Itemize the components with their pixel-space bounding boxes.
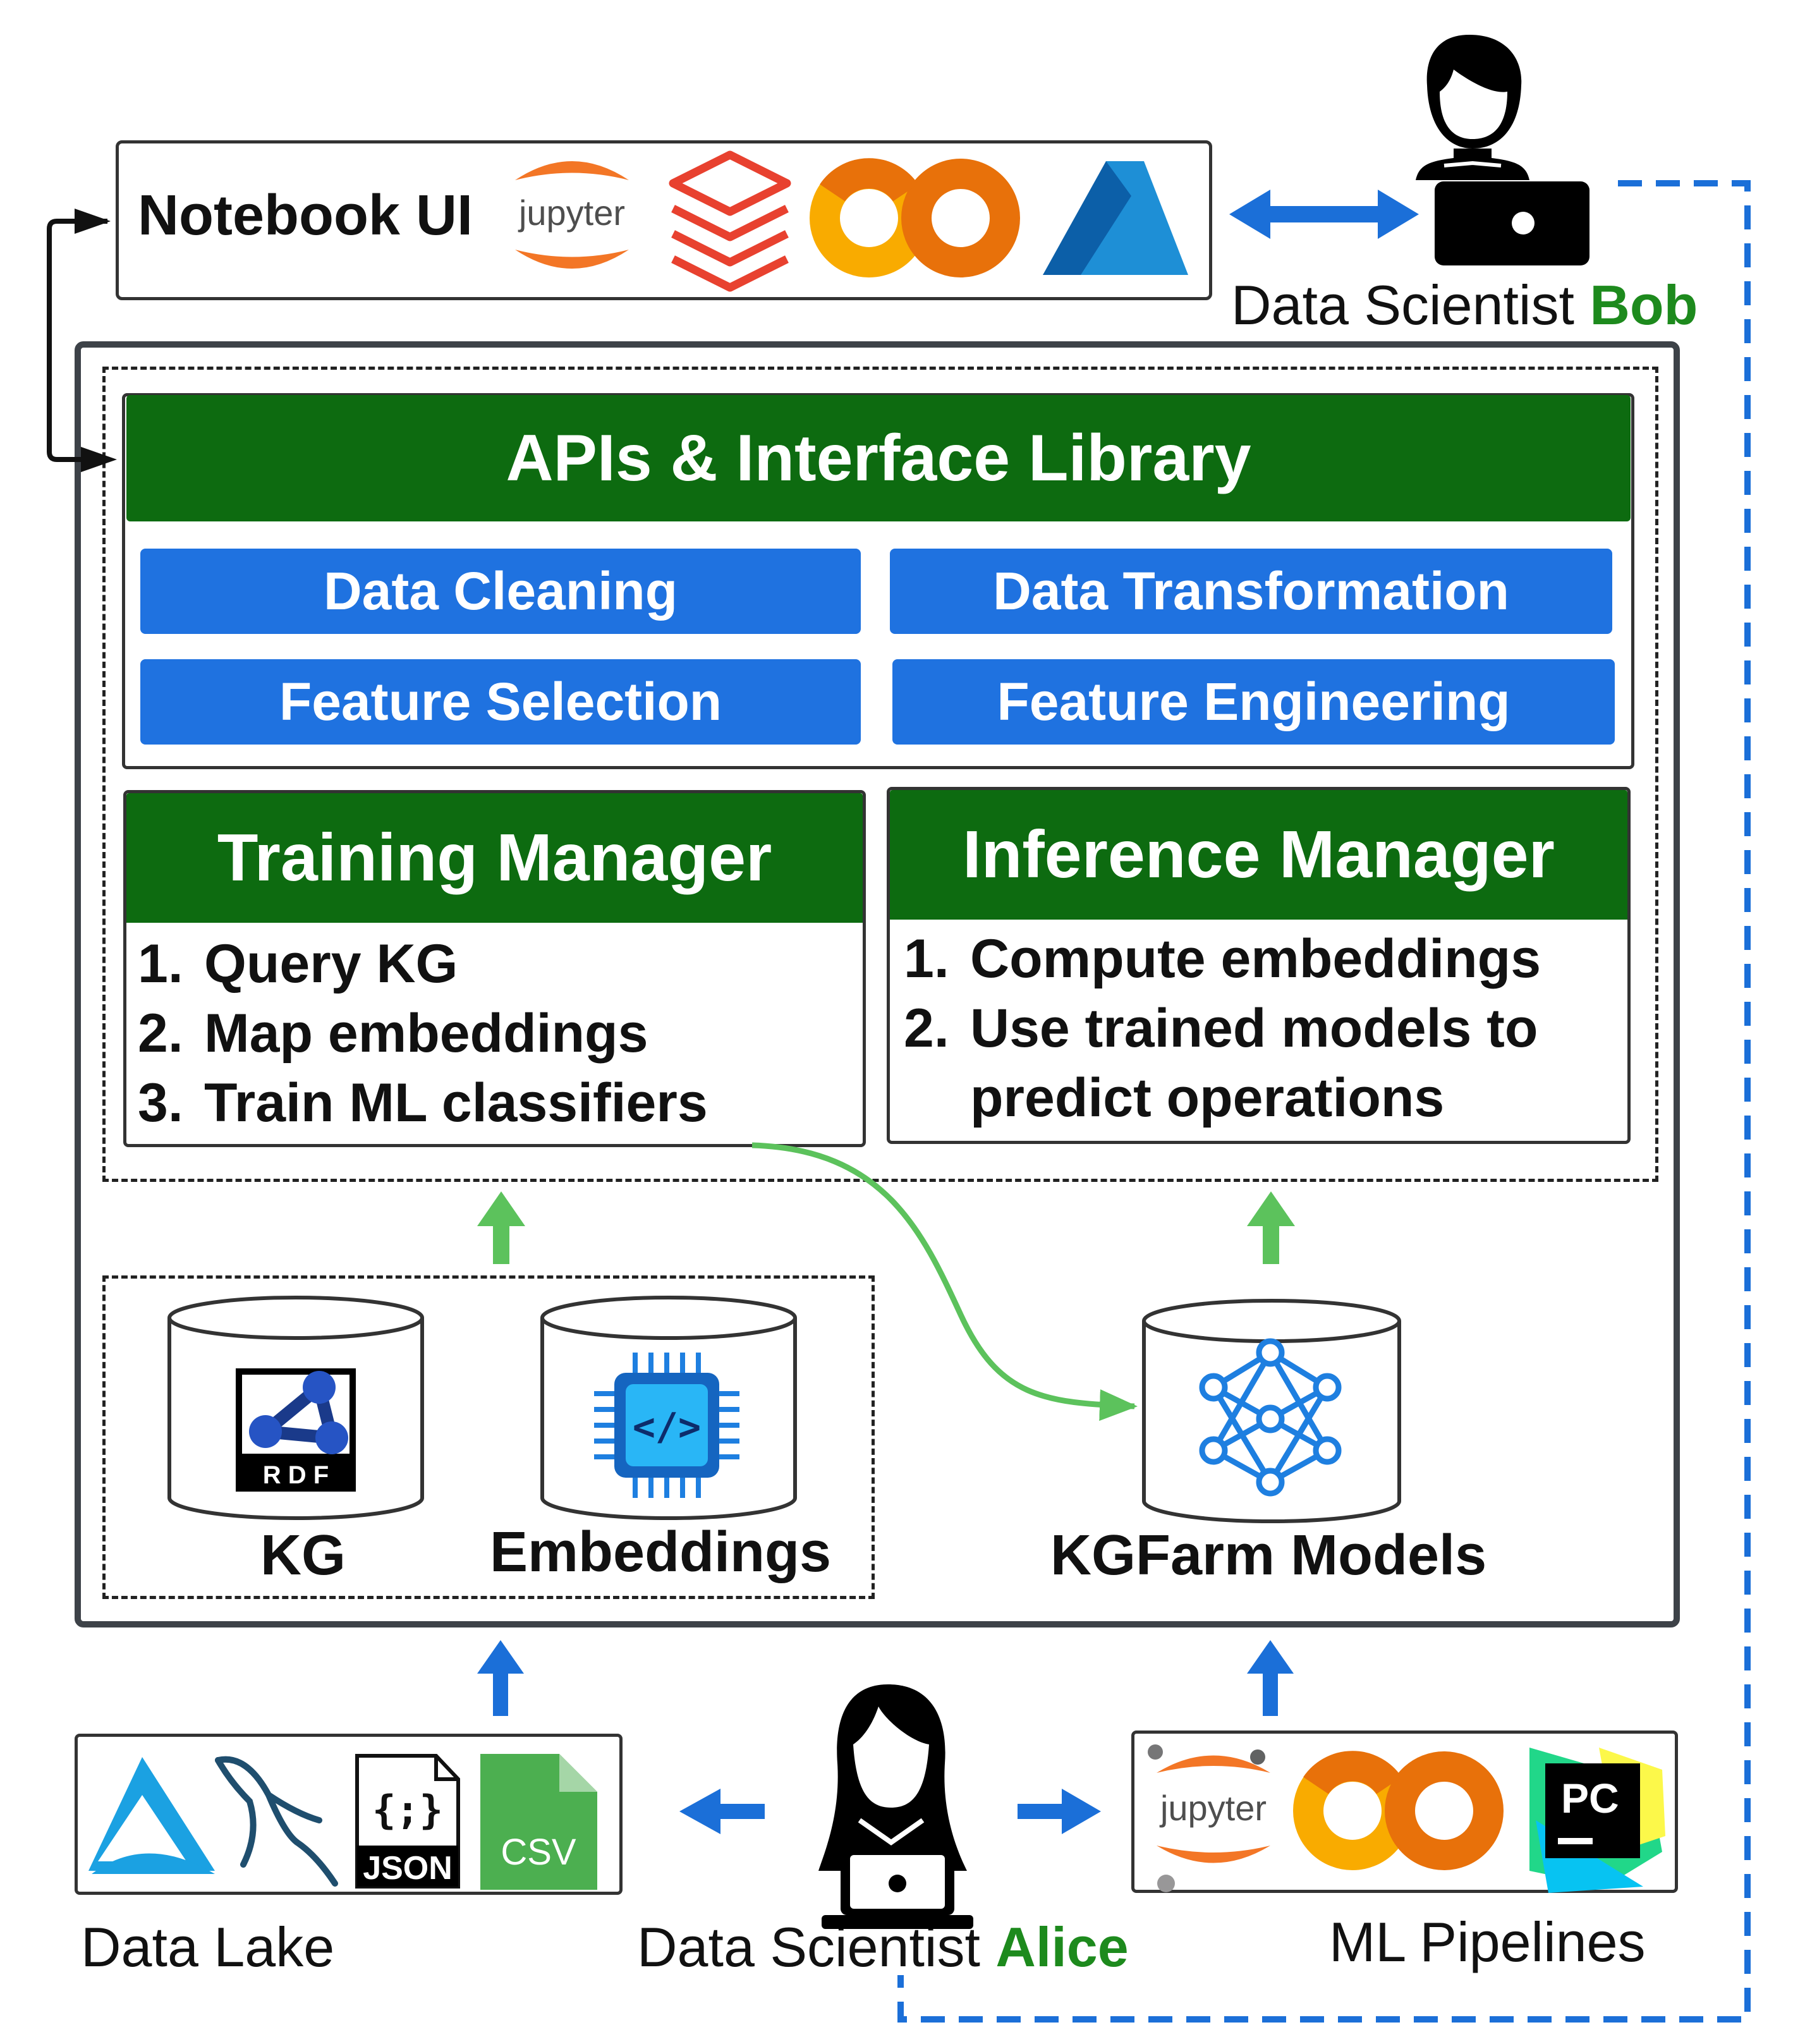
azure-data-lake-icon — [88, 1757, 215, 1874]
embeddings-label: Embeddings — [490, 1521, 832, 1584]
kg-label: KG — [260, 1524, 346, 1587]
svg-text:{;}: {;} — [372, 1787, 443, 1833]
training-to-models-arrow — [751, 1142, 1138, 1421]
training-step: 3.Train ML classifiers — [138, 1073, 708, 1133]
kg-cylinder — [167, 1296, 424, 1520]
training-manager-title: Training Manager — [126, 793, 863, 923]
data-transformation-op: Data Transformation — [890, 549, 1612, 634]
ml-pipelines-label: ML Pipelines — [1329, 1911, 1646, 1973]
training-steps: 1.Query KG 2.Map embeddings 3.Train ML c… — [138, 929, 708, 1138]
kgfarm-models-label: KGFarm Models — [1050, 1524, 1487, 1587]
alice-to-datalake-arrow — [679, 1789, 765, 1834]
notebook-ui-label: Notebook UI — [138, 184, 473, 247]
rdf-icon: R D F — [236, 1368, 356, 1492]
bob-alice-dashed-loop — [897, 180, 1751, 2023]
bob-person-icon — [1416, 35, 1589, 265]
feature-selection-op: Feature Selection — [140, 659, 861, 745]
inference-step: 2.Use trained models to predict operatio… — [904, 998, 1538, 1128]
datalake-to-system-arrow — [477, 1640, 524, 1716]
svg-text:</>: </> — [633, 1405, 701, 1449]
api-library-title: APIs & Interface Library — [126, 395, 1631, 521]
kg-embeddings-group — [102, 1275, 875, 1599]
json-file-icon: {;} JSON — [355, 1754, 460, 1889]
training-step: 1.Query KG — [138, 934, 458, 994]
svg-text:JSON: JSON — [363, 1850, 453, 1887]
notebook-ui-box — [116, 140, 1212, 300]
svg-text:jupyter: jupyter — [1159, 1788, 1267, 1828]
bob-label: Data Scientist Bob — [1231, 274, 1698, 336]
colab-logo — [810, 158, 1020, 277]
arrowhead-to-notebook — [75, 209, 111, 234]
arrowhead-to-api — [81, 447, 117, 472]
pipelines-colab-logo — [1293, 1751, 1504, 1870]
kg-to-training-arrow — [477, 1191, 525, 1264]
pycharm-logo: PC — [1529, 1748, 1665, 1893]
pipelines-to-system-arrow — [1247, 1640, 1294, 1716]
databricks-logo — [669, 150, 791, 292]
azure-logo — [1043, 161, 1188, 275]
jupyter-logo: jupyter — [515, 161, 629, 269]
chip-code-icon: </> — [594, 1353, 739, 1498]
bob-notebook-arrow — [1229, 190, 1419, 239]
inference-manager-title: Inference Manager — [890, 790, 1627, 920]
csv-file-icon: CSV — [480, 1754, 597, 1890]
kgfarm-system-box — [75, 341, 1680, 1627]
mysql-dolphin-icon — [215, 1756, 338, 1887]
library-managers-group — [102, 367, 1658, 1182]
data-cleaning-op: Data Cleaning — [140, 549, 861, 634]
feature-engineering-op: Feature Engineering — [892, 659, 1615, 745]
models-to-inference-arrow — [1247, 1191, 1295, 1264]
pipelines-jupyter-logo: jupyter — [1148, 1744, 1270, 1892]
data-lake-label: Data Lake — [81, 1916, 335, 1978]
training-manager-box: Training Manager 1.Query KG 2.Map embedd… — [123, 790, 866, 1147]
notebook-api-connector — [47, 219, 107, 462]
svg-text:jupyter: jupyter — [518, 193, 625, 233]
svg-text:R D F: R D F — [263, 1461, 329, 1489]
svg-text:CSV: CSV — [501, 1832, 576, 1873]
alice-person-icon — [818, 1684, 973, 1929]
svg-text:PC: PC — [1561, 1775, 1619, 1822]
neural-network-icon — [1199, 1338, 1342, 1497]
training-step: 2.Map embeddings — [138, 1003, 648, 1064]
alice-to-pipelines-arrow — [1018, 1789, 1101, 1834]
inference-manager-box: Inference Manager 1.Compute embeddings 2… — [887, 787, 1631, 1144]
inference-steps: 1.Compute embeddings 2.Use trained model… — [904, 924, 1612, 1133]
inference-step: 1.Compute embeddings — [904, 928, 1541, 989]
